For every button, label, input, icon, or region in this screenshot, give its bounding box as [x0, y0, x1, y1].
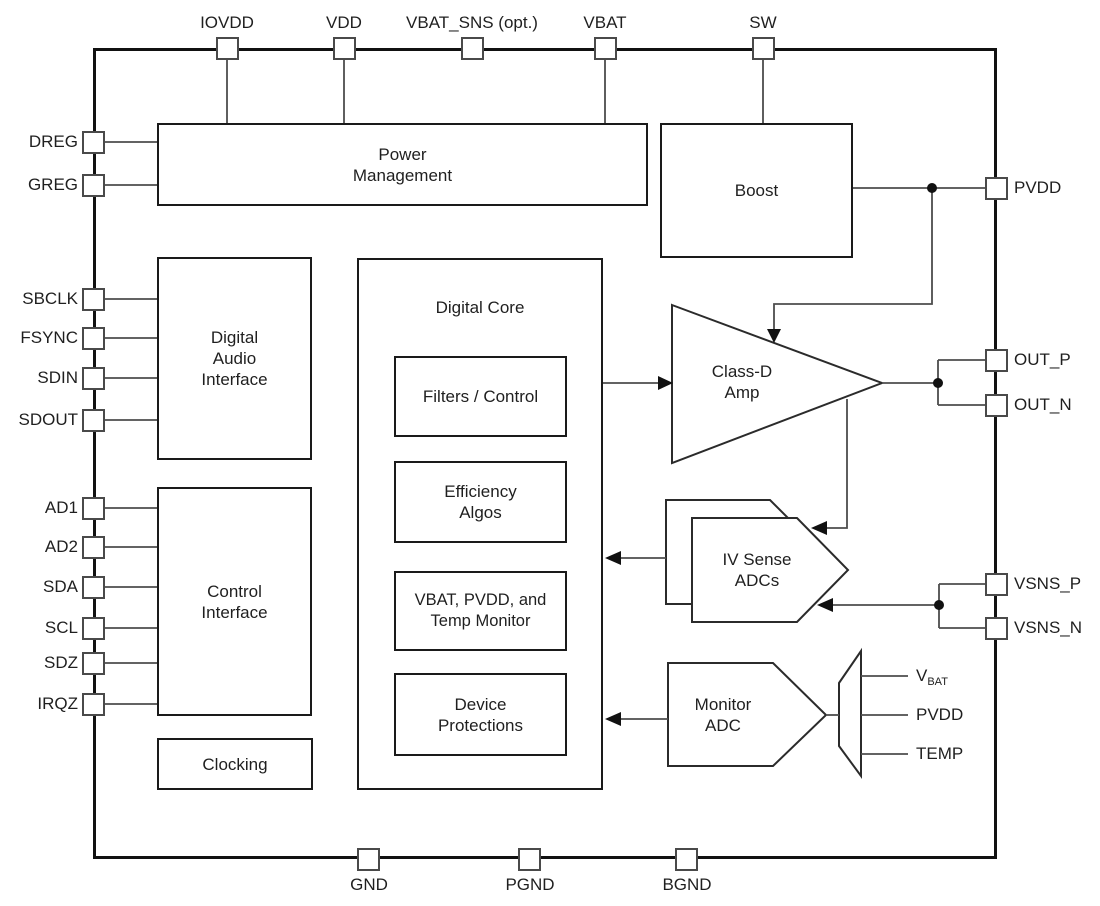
pin-label-sdin: SDIN — [37, 368, 78, 387]
monitor-adc-label: Monitor ADC — [694, 695, 752, 735]
pin-pvdd — [985, 177, 1008, 200]
pin-label-sbclk: SBCLK — [22, 289, 78, 308]
pin-label-sw: SW — [749, 13, 777, 32]
vbat-subscript: BAT — [927, 676, 948, 688]
clocking-block: Clocking — [157, 738, 313, 790]
pin-iovdd — [216, 37, 239, 60]
pin-vsns-p — [985, 573, 1008, 596]
pin-vdd — [333, 37, 356, 60]
pin-vbat — [594, 37, 617, 60]
wires — [104, 60, 985, 755]
power-management-label: Power Management — [352, 144, 453, 185]
digital-audio-interface-label: Digital Audio Interface — [201, 328, 268, 389]
pin-label-dreg: DREG — [28, 132, 78, 151]
class-d-amp-label: Class-D Amp — [711, 362, 773, 402]
control-interface-block: Control Interface — [157, 487, 312, 716]
pin-sdout — [82, 409, 105, 432]
pin-sbclk — [82, 288, 105, 311]
pin-label-greg: GREG — [27, 175, 78, 194]
pin-vsns-n — [985, 617, 1008, 640]
digital-audio-interface-block: Digital Audio Interface — [157, 257, 312, 460]
pin-label-irqz: IRQZ — [37, 694, 78, 713]
pin-irqz — [82, 693, 105, 716]
pin-ad2 — [82, 536, 105, 559]
filters-control-block: Filters / Control — [394, 356, 567, 437]
pin-label-vdd: VDD — [326, 13, 362, 32]
pin-label-vbat-sns: VBAT_SNS (opt.) — [406, 13, 538, 32]
arrow-into-ivsense-bottom — [817, 598, 833, 612]
boost-block: Boost — [660, 123, 853, 258]
arrow-monitor-to-core — [605, 712, 621, 726]
pin-greg — [82, 174, 105, 197]
pin-label-sdz: SDZ — [44, 653, 78, 672]
pin-label-out-n: OUT_N — [1014, 395, 1072, 414]
clocking-label: Clocking — [202, 754, 268, 774]
pin-label-pvdd: PVDD — [1014, 178, 1062, 197]
pin-label-iovdd: IOVDD — [200, 13, 254, 32]
pin-label-sdout: SDOUT — [18, 410, 79, 429]
pin-label-vbat: VBAT — [583, 13, 627, 32]
device-protections-block: Device Protections — [394, 673, 567, 756]
pin-fsync — [82, 327, 105, 350]
arrow-into-classd-top — [767, 329, 781, 343]
pin-label-out-p: OUT_P — [1014, 350, 1071, 369]
power-management-block: Power Management — [157, 123, 648, 206]
mux-output-vbat-label: VBAT — [916, 665, 948, 688]
arrow-ivsense-to-core — [605, 551, 621, 565]
mux-output-temp-label: TEMP — [916, 744, 964, 763]
pin-label-vsns-p: VSNS_P — [1014, 574, 1082, 593]
monitor-adc-shape — [667, 662, 828, 767]
wire-pvdd-classd — [773, 188, 933, 330]
pin-vbat-sns — [461, 37, 484, 60]
pin-label-sda: SDA — [43, 577, 78, 596]
pin-label-bgnd: BGND — [662, 875, 712, 894]
junction-vsns — [934, 600, 944, 610]
vbat-pvdd-temp-monitor-block: VBAT, PVDD, and Temp Monitor — [394, 571, 567, 651]
pin-sdz — [82, 652, 105, 675]
pin-sda — [82, 576, 105, 599]
pin-sw — [752, 37, 775, 60]
boost-label: Boost — [734, 181, 779, 200]
pin-dreg — [82, 131, 105, 154]
arrow-core-to-classd — [658, 376, 673, 390]
device-protections-label: Device Protections — [437, 694, 524, 735]
vbat-main: V — [916, 666, 928, 685]
pin-label-vsns-n: VSNS_N — [1014, 618, 1083, 637]
pin-bgnd — [675, 848, 698, 871]
arrowheads — [605, 329, 833, 726]
mux-output-pvdd-label: PVDD — [916, 705, 964, 724]
pin-out-n — [985, 394, 1008, 417]
pin-label-scl: SCL — [44, 618, 78, 637]
iv-sense-adcs-label: IV Sense ADCs — [722, 550, 792, 590]
class-d-amp-shape — [671, 303, 885, 465]
mux-shape — [838, 647, 862, 780]
arrow-into-ivsense-top — [811, 521, 827, 535]
pin-sdin — [82, 367, 105, 390]
digital-core-title: Digital Core — [435, 298, 525, 317]
analog-shapes — [665, 303, 885, 780]
efficiency-algos-label: Efficiency Algos — [444, 482, 517, 522]
pin-label-gnd: GND — [350, 875, 388, 894]
control-interface-label: Control Interface — [201, 581, 268, 622]
pin-gnd — [357, 848, 380, 871]
efficiency-algos-block: Efficiency Algos — [394, 461, 567, 543]
pin-scl — [82, 617, 105, 640]
iv-sense-adc-front-shape — [691, 517, 850, 623]
pin-label-pgnd: PGND — [505, 875, 555, 894]
junction-out — [933, 378, 943, 388]
pin-pgnd — [518, 848, 541, 871]
pin-label-ad2: AD2 — [44, 537, 78, 556]
device-outline — [93, 48, 997, 859]
pin-out-p — [985, 349, 1008, 372]
vbat-pvdd-temp-monitor-label: VBAT, PVDD, and Temp Monitor — [414, 591, 547, 630]
junction-pvdd — [927, 183, 937, 193]
junction-dots — [927, 183, 944, 610]
pin-ad1 — [82, 497, 105, 520]
pin-label-fsync: FSYNC — [20, 328, 78, 347]
filters-control-label: Filters / Control — [422, 387, 539, 406]
pin-label-ad1: AD1 — [44, 498, 78, 517]
wire-classd-ivsense — [827, 399, 848, 529]
